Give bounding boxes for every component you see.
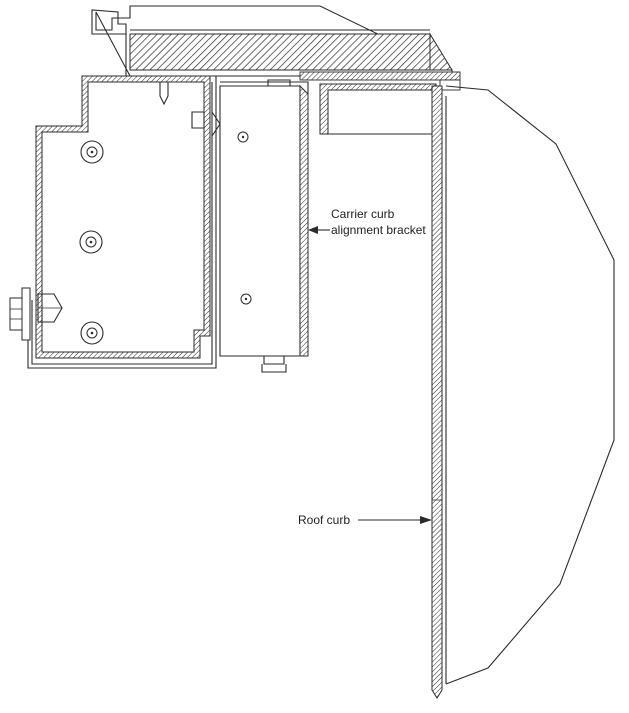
roof-curb-label: Roof curb xyxy=(298,513,350,527)
rivet-icon xyxy=(237,131,249,143)
bolt-icon xyxy=(80,140,104,164)
deck-flashing-strip xyxy=(299,71,461,91)
side-bolt-icon xyxy=(9,287,63,341)
roof-curb-callout: Roof curb xyxy=(298,513,432,527)
z-channel xyxy=(319,83,437,135)
top-deck-panel xyxy=(91,5,453,77)
alignment-bracket xyxy=(219,79,309,373)
bolt-icon xyxy=(80,321,104,345)
carrier-callout-line2: alignment bracket xyxy=(331,223,426,237)
rivet-icon xyxy=(240,293,252,305)
bolt-icon xyxy=(79,230,103,254)
roof-curb xyxy=(431,85,447,699)
carrier-callout-line1: Carrier curb xyxy=(331,207,395,221)
carrier-curb-callout: Carrier curb alignment bracket xyxy=(308,207,426,237)
carrier-channel xyxy=(27,75,221,369)
unit-outline xyxy=(445,85,615,685)
